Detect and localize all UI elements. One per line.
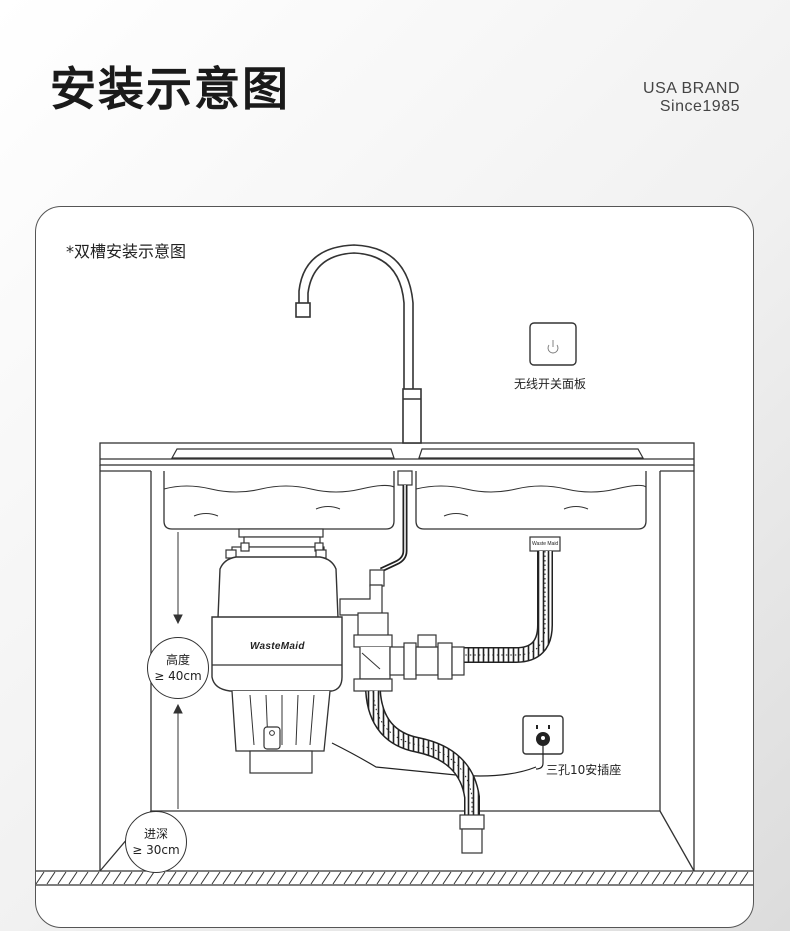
main-drain-pipe — [365, 690, 485, 854]
sink-openings — [170, 448, 645, 459]
faucet — [295, 244, 422, 444]
fitting-brand-tag: Waste Maid — [532, 541, 559, 547]
height-value: ≥ 40cm — [154, 669, 202, 683]
disposer-outlet — [339, 584, 465, 692]
height-label: 高度 — [165, 653, 190, 667]
installation-diagram — [36, 244, 753, 886]
sink-basin-right — [415, 471, 647, 530]
power-icon — [547, 340, 559, 354]
socket-label: 三孔10安插座 — [546, 763, 622, 777]
depth-value: ≥ 30cm — [132, 843, 180, 857]
brand-since: Since1985 — [659, 98, 740, 115]
brand-name: USA BRAND — [643, 80, 740, 97]
disposer-brand-logo: WasteMaid — [250, 641, 305, 652]
sink-basin-left — [163, 471, 395, 530]
page-title: 安装示意图 — [50, 62, 290, 116]
depth-callout: 进深 ≥ 30cm — [125, 811, 187, 873]
height-dimension — [173, 532, 183, 809]
height-callout: 高度 ≥ 40cm — [147, 637, 209, 699]
switch-panel-label: 无线开关面板 — [514, 377, 587, 391]
floor-hatch — [36, 871, 749, 885]
disposer-mount — [225, 528, 327, 560]
air-switch-line — [369, 470, 413, 587]
card-title: *双槽安装示意图 — [66, 242, 187, 261]
right-drain — [464, 536, 561, 663]
wireless-switch-panel — [529, 322, 577, 366]
three-pin-socket-icon — [536, 725, 550, 746]
diagram-card: *双槽安装示意图 — [35, 206, 754, 928]
depth-label: 进深 — [143, 827, 168, 841]
socket — [522, 715, 564, 770]
brand-block: USA BRAND Since1985 — [643, 80, 740, 116]
disposer-body — [211, 556, 537, 777]
